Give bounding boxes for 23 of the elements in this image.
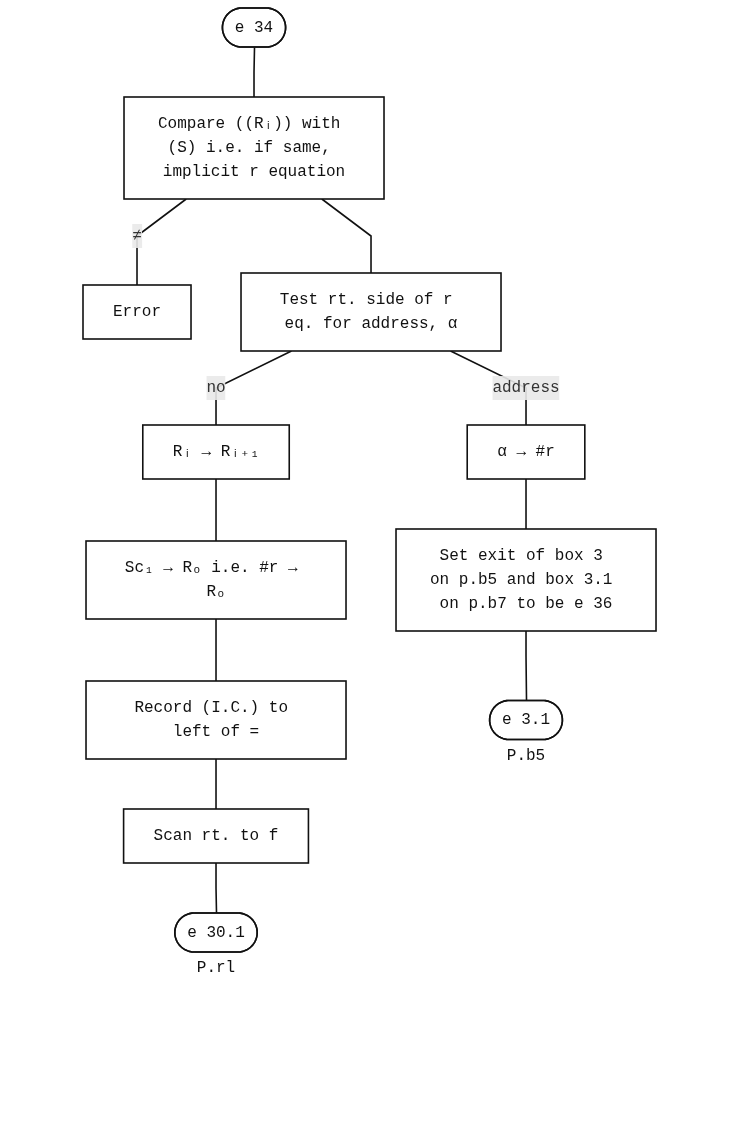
node-box: Error xyxy=(82,284,193,340)
connector xyxy=(136,198,188,286)
connector xyxy=(215,758,218,810)
page-reference: P.b5 xyxy=(507,746,546,765)
connector xyxy=(215,618,218,682)
connector xyxy=(215,862,218,915)
node-box: Rᵢ → Rᵢ₊₁ xyxy=(142,424,291,480)
node-box: Set exit of box 3 on p.b5 and box 3.1 on p.b7 to be e 36 xyxy=(395,528,658,632)
node-box: α → #r xyxy=(466,424,587,480)
node-box: Scan rt. to f xyxy=(123,808,310,864)
node-box: Compare ((Rᵢ)) with (S) i.e. if same, implicit r equation xyxy=(123,96,386,200)
node-box: Record (I.C.) to left of = xyxy=(85,680,348,760)
page-reference: P.rl xyxy=(197,959,236,977)
node-box: Test rt. side of r eq. for address, α xyxy=(240,272,503,352)
node-box: Sc₁ → Rₒ i.e. #r → Rₒ xyxy=(85,540,348,620)
edge-label: ≠ xyxy=(132,227,143,245)
connector xyxy=(253,46,256,98)
edge-label: no xyxy=(206,379,227,397)
connector xyxy=(321,198,373,274)
connector xyxy=(525,630,528,702)
connector xyxy=(525,478,528,530)
connector xyxy=(215,478,218,542)
edge-label: address xyxy=(492,379,561,397)
